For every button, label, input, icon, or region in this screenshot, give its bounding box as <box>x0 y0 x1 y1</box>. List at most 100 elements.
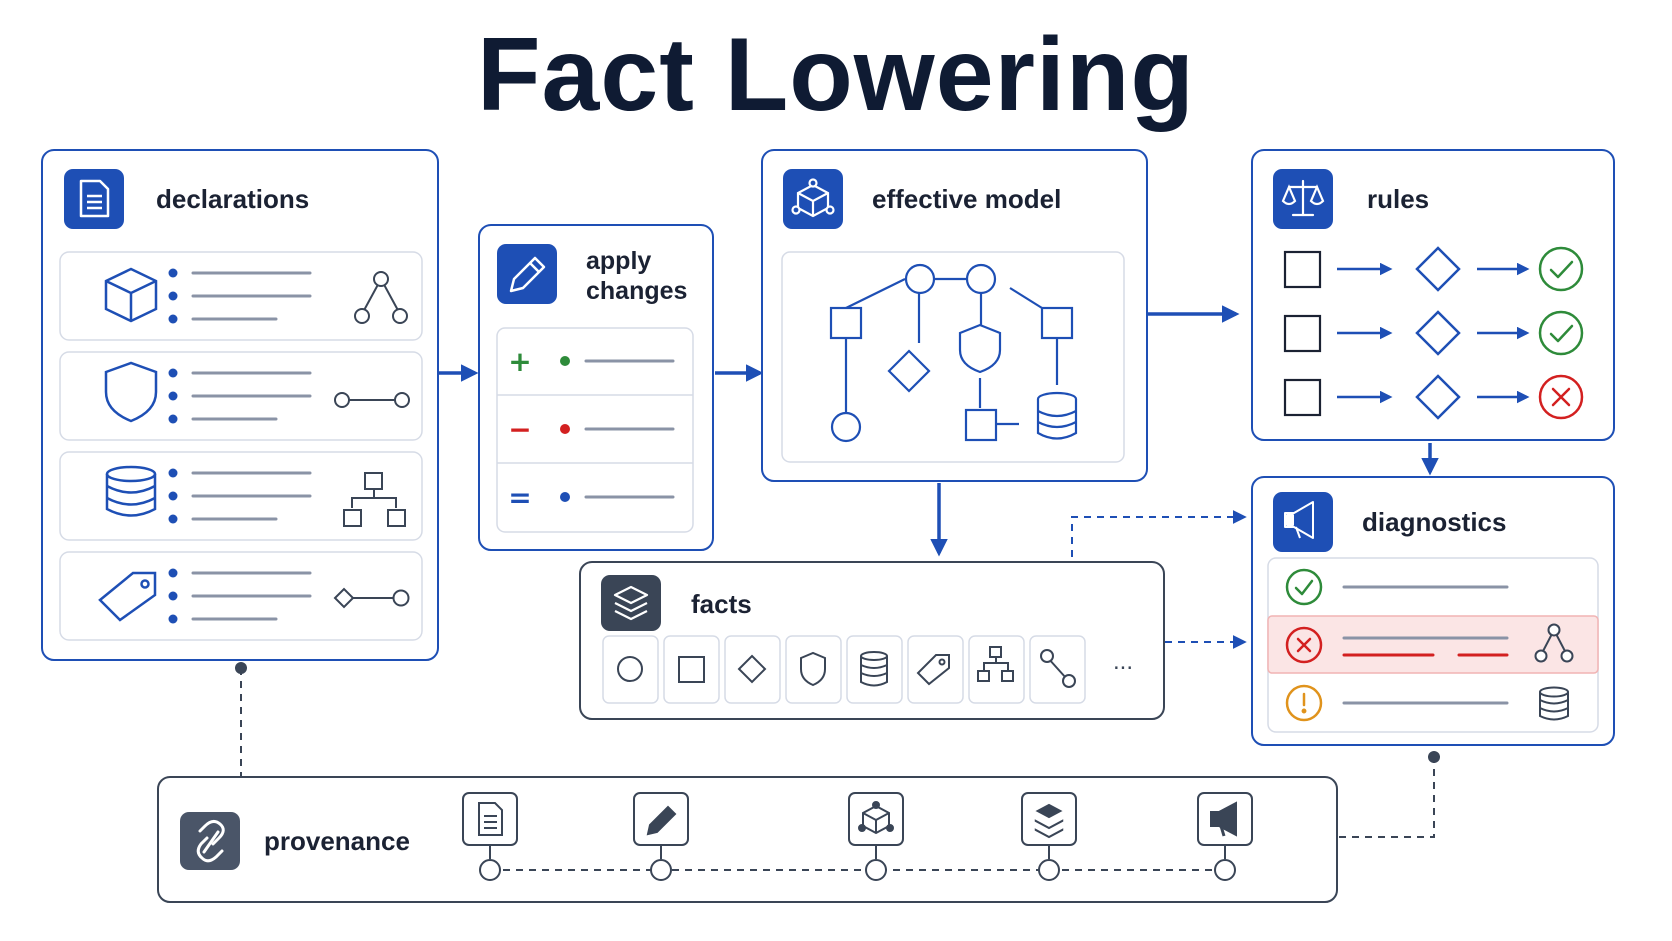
diagnostic-error-row <box>1267 615 1599 674</box>
facts-items <box>602 635 1086 704</box>
tree-icon <box>354 271 408 324</box>
diagnostic-glyphs <box>1534 623 1574 721</box>
diagnostics-badge <box>1273 492 1333 552</box>
database-icon <box>105 465 157 517</box>
facts-label: facts <box>691 589 752 619</box>
rule-input <box>1283 378 1322 417</box>
rule-condition <box>1415 310 1461 356</box>
fact-tile <box>724 635 781 704</box>
check-icon <box>1285 568 1323 606</box>
graph-node <box>1036 391 1078 440</box>
fact-tile <box>663 635 720 704</box>
timeline-node <box>865 859 887 881</box>
graph-node <box>964 408 998 442</box>
document-icon <box>478 802 503 836</box>
megaphone-icon <box>1210 801 1237 837</box>
circle-icon <box>617 656 643 682</box>
megaphone-icon <box>1284 501 1314 539</box>
graph-node <box>829 306 863 340</box>
fact-tile <box>785 635 842 704</box>
effective-model-panel <box>761 149 1148 482</box>
diagnostics-panel <box>1251 476 1615 746</box>
tag-icon <box>916 654 950 686</box>
rule-outcomes <box>1538 246 1584 420</box>
facts-to-diagnostics-top <box>1071 510 1247 557</box>
rule-rows <box>1283 246 1530 420</box>
page-title: Fact Lowering <box>477 17 1195 133</box>
cube-icon <box>104 267 158 323</box>
shield-icon <box>104 361 158 423</box>
pencil-icon <box>646 805 677 836</box>
dashed-connectors <box>1071 510 1247 649</box>
diamond-link-icon <box>333 587 410 609</box>
cube-network-icon <box>791 178 835 218</box>
apply-changes-panel: + − = <box>478 224 714 551</box>
tree-icon <box>1534 623 1574 663</box>
graph-node <box>887 349 931 393</box>
diagnostics-label: diagnostics <box>1362 507 1507 537</box>
removed-symbol: − <box>508 413 531 446</box>
declarations-row-glyphs <box>333 271 410 609</box>
declarations-badge <box>64 169 124 229</box>
document-icon <box>79 179 110 218</box>
error-icon <box>1538 374 1584 420</box>
declarations-label: declarations <box>156 184 310 214</box>
unchanged-symbol: = <box>508 481 531 514</box>
provenance-connectors <box>240 668 1435 838</box>
change-lines <box>584 359 675 499</box>
declarations-panel <box>41 149 439 661</box>
provenance-to-diagnostics <box>1339 757 1435 838</box>
link-icon <box>334 392 410 408</box>
facts-panel: ... <box>579 561 1165 720</box>
database-icon <box>860 651 888 687</box>
rule-input <box>1283 314 1322 353</box>
fact-tile <box>1029 635 1086 704</box>
cube-network-icon <box>858 801 894 835</box>
provenance-step <box>462 792 518 846</box>
connector-dot <box>235 662 247 674</box>
rules-panel <box>1251 149 1615 441</box>
effective-model-badge <box>783 169 843 229</box>
rule-condition <box>1415 246 1461 292</box>
graph-node <box>904 263 936 295</box>
graph-node <box>1040 306 1074 340</box>
diagnostic-lines <box>1342 585 1509 705</box>
check-icon <box>1538 246 1584 292</box>
flow-arrows <box>413 305 1439 557</box>
tag-icon <box>98 571 157 622</box>
fact-tile <box>907 635 964 704</box>
diagnostic-icons <box>1285 568 1323 722</box>
warning-icon <box>1285 684 1323 722</box>
error-icon <box>1285 626 1323 664</box>
rules-label: rules <box>1367 184 1430 214</box>
layers-icon <box>613 585 649 621</box>
timeline-node <box>1038 859 1060 881</box>
graph-node <box>830 411 862 443</box>
change-dots <box>560 356 570 502</box>
more-ellipsis: ... <box>1113 648 1133 675</box>
rule-condition <box>1415 374 1461 420</box>
hierarchy-icon <box>977 646 1014 682</box>
declarations-bullets <box>168 268 178 624</box>
hierarchy-icon <box>343 472 406 527</box>
rule-input <box>1283 250 1322 289</box>
graph-node <box>958 323 1002 374</box>
pencil-icon <box>509 256 546 293</box>
apply-changes-label: apply changes <box>586 247 688 305</box>
fact-tile <box>968 635 1025 704</box>
effective-model-label: effective model <box>872 184 1062 214</box>
check-icon <box>1538 310 1584 356</box>
database-icon <box>1539 686 1569 721</box>
fact-tile <box>846 635 903 704</box>
fact-tile <box>602 635 659 704</box>
shield-icon <box>800 651 826 687</box>
provenance-label: provenance <box>264 826 410 856</box>
square-icon <box>678 656 705 683</box>
model-graph <box>829 263 1078 443</box>
scales-icon <box>1281 179 1325 217</box>
added-symbol: + <box>508 345 531 378</box>
diamond-icon <box>737 654 767 684</box>
timeline-node <box>650 859 672 881</box>
